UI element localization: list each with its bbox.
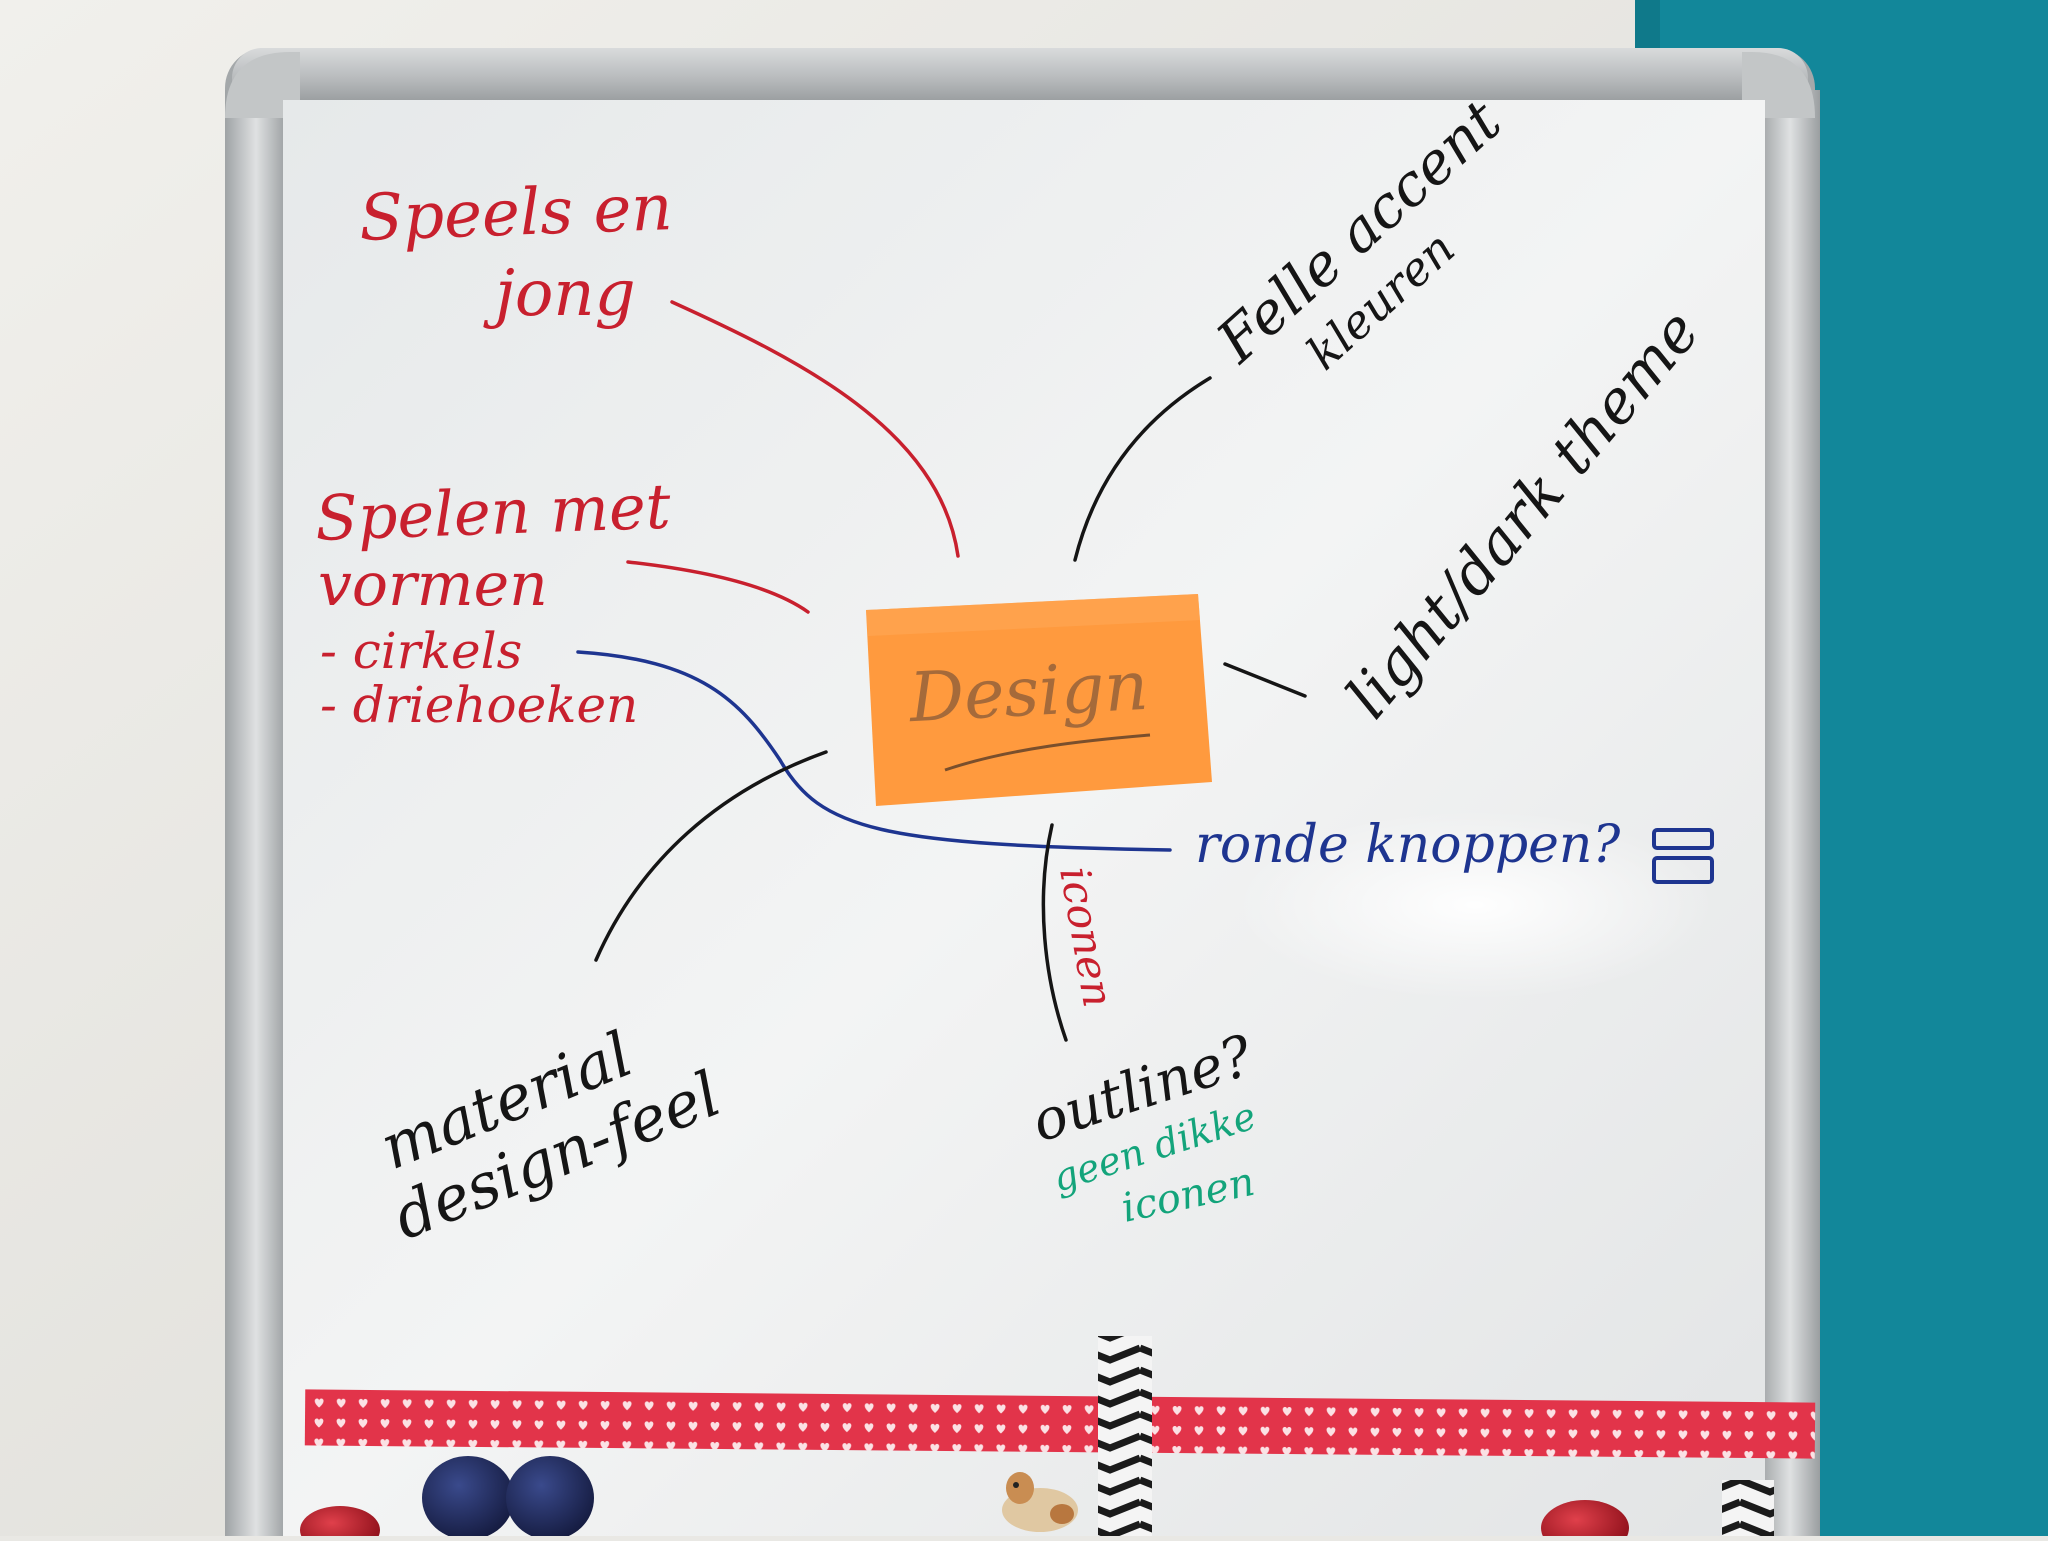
connector-vormen	[626, 560, 810, 614]
knoppen-label: ronde knoppen?	[1195, 815, 1621, 875]
connector-theme	[1223, 662, 1307, 698]
magnet-red-left	[300, 1506, 380, 1541]
connector-outline	[1041, 823, 1068, 1042]
toy-figurine	[1002, 1472, 1078, 1532]
magnets	[300, 1456, 1629, 1541]
vormen-line2: vormen	[318, 550, 548, 620]
vormen-item2: - driehoeken	[320, 676, 638, 734]
light-glare	[1235, 810, 1715, 1000]
speels-line1: Speels en	[358, 171, 674, 256]
branch-vormen: Spelen met vormen - cirkels - driehoeken	[314, 470, 672, 734]
chevron-washi-tape-right	[1722, 1480, 1774, 1536]
magnet-red-right	[1541, 1500, 1629, 1541]
connector-accent	[1073, 376, 1212, 562]
design-sticky-note: Design	[866, 594, 1212, 806]
connector-speels	[670, 300, 960, 558]
speels-line2: jong	[483, 257, 636, 331]
button-sketch-icon	[1652, 828, 1714, 884]
mindmap-connectors	[576, 300, 1307, 1042]
magnet-navy-1	[422, 1456, 514, 1540]
vormen-line1: Spelen met	[314, 470, 672, 555]
magnet-navy-2	[506, 1456, 594, 1540]
center-label: Design	[906, 647, 1151, 738]
connector-material	[594, 750, 828, 962]
chevron-washi-tape	[1098, 1336, 1152, 1536]
branch-speels: Speels en jong	[358, 171, 674, 331]
connector-knoppen	[576, 650, 1172, 852]
branch-knoppen: ronde knoppen?	[1195, 815, 1714, 884]
vormen-item1: - cirkels	[320, 622, 522, 680]
heart-washi-tape	[304, 1389, 1816, 1459]
